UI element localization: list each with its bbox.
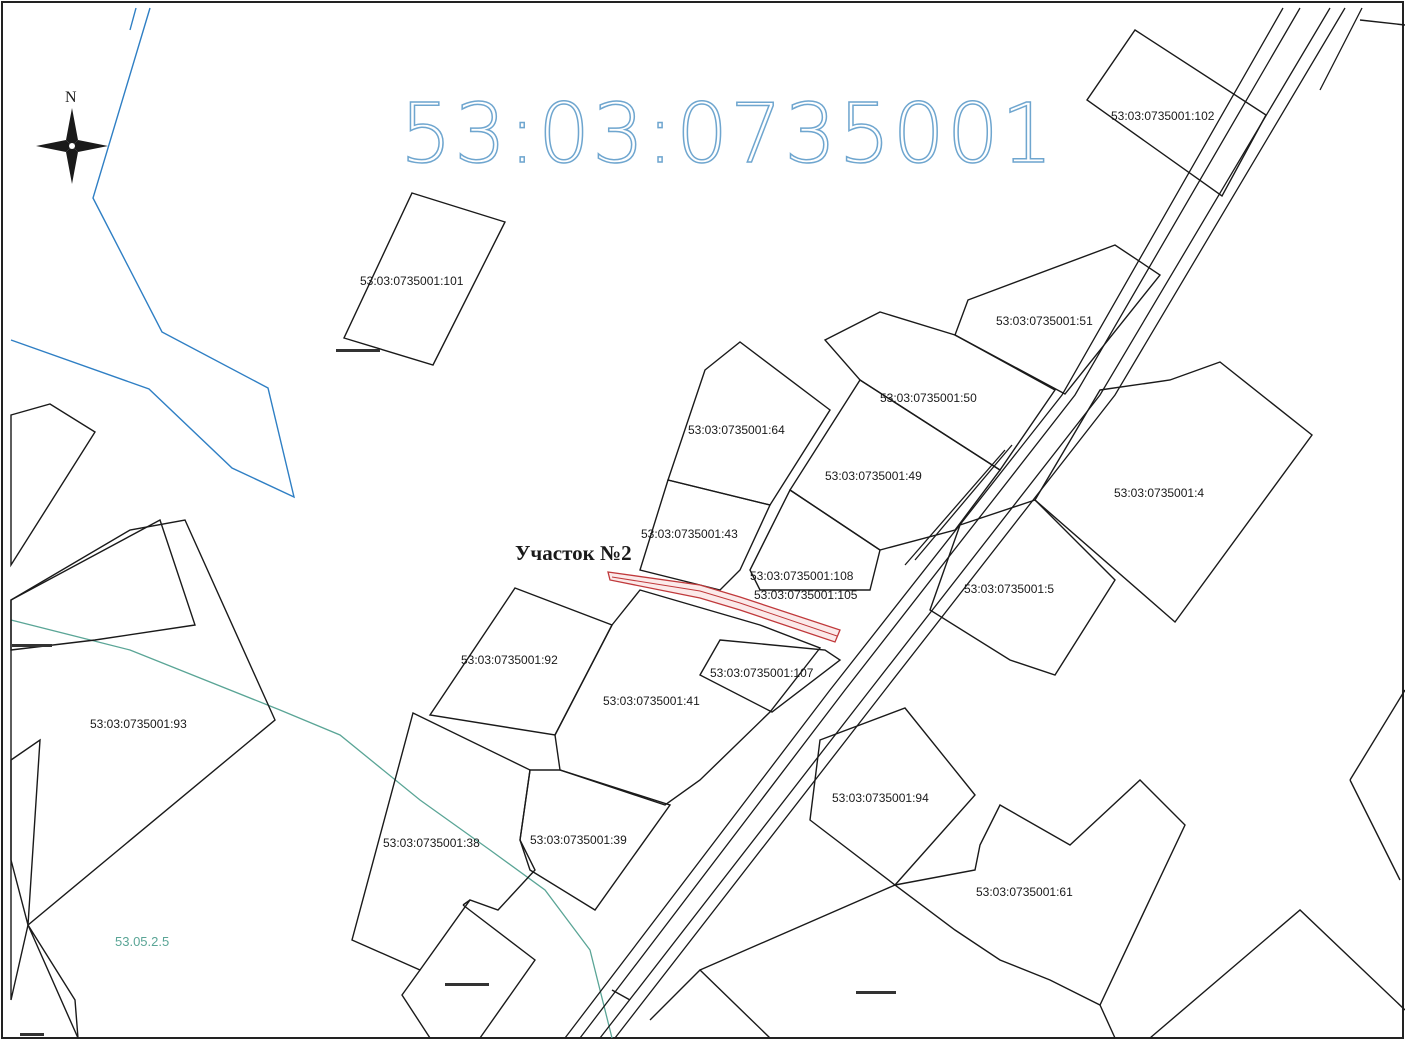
parcel-101-outline	[343, 192, 506, 366]
parcel-label-4: 53:03:0735001:4	[1114, 486, 1204, 500]
parcel-94-outline	[809, 707, 976, 886]
parcel-label-101: 53:03:0735001:101	[360, 274, 464, 288]
parcel-5-outline	[929, 499, 1116, 676]
block-number: 53:03:0735001	[400, 87, 1055, 182]
parcel-label-38: 53:03:0735001:38	[383, 836, 480, 850]
north-arrow-icon: N	[36, 89, 108, 184]
plot-title: Участок №2	[515, 541, 632, 565]
parcel-label-61: 53:03:0735001:61	[976, 885, 1073, 899]
parcel-label-107: 53:03:0735001:107	[710, 666, 814, 680]
zone-label: 53.05.2.5	[115, 934, 169, 949]
parcel-label-51: 53:03:0735001:51	[996, 314, 1093, 328]
parcel-108-outline	[749, 488, 881, 591]
parcel-label-102: 53:03:0735001:102	[1111, 109, 1215, 123]
parcel-51-outline	[954, 244, 1162, 395]
zone-boundary	[10, 619, 613, 1039]
north-label: N	[65, 89, 77, 106]
parcel-label-39: 53:03:0735001:39	[530, 833, 627, 847]
parcels	[10, 19, 1405, 1039]
parcel-label-94: 53:03:0735001:94	[832, 791, 929, 805]
parcel-43-outline	[639, 479, 771, 591]
parcel-label-49: 53:03:0735001:49	[825, 469, 922, 483]
parcel-label-92: 53:03:0735001:92	[461, 653, 558, 667]
minor-markers	[12, 349, 896, 1036]
parcel-label-43: 53:03:0735001:43	[641, 527, 738, 541]
parcel-label-50: 53:03:0735001:50	[880, 391, 977, 405]
parcel-labels: 53:03:0735001:102 53:03:0735001:101 53:0…	[90, 109, 1215, 899]
parcel-label-93: 53:03:0735001:93	[90, 717, 187, 731]
parcel-49-outline	[789, 379, 1002, 551]
parcel-41-outline	[554, 589, 822, 806]
parcel-61-outline	[893, 779, 1186, 1006]
parcel-39-outline	[519, 769, 672, 911]
road	[564, 7, 1363, 1039]
parcel-label-105: 53:03:0735001:105	[754, 588, 858, 602]
parcel-107-outline	[699, 639, 842, 713]
plot-2-outline	[607, 571, 841, 643]
parcel-label-5: 53:03:0735001:5	[964, 582, 1054, 596]
river-lines	[10, 7, 296, 499]
parcel-label-108: 53:03:0735001:108	[750, 569, 854, 583]
plot-2-inner-line	[611, 576, 838, 637]
parcel-102-outline	[1086, 29, 1267, 198]
parcel-64-outline	[667, 341, 831, 506]
parcel-label-41: 53:03:0735001:41	[603, 694, 700, 708]
parcel-label-64: 53:03:0735001:64	[688, 423, 785, 437]
